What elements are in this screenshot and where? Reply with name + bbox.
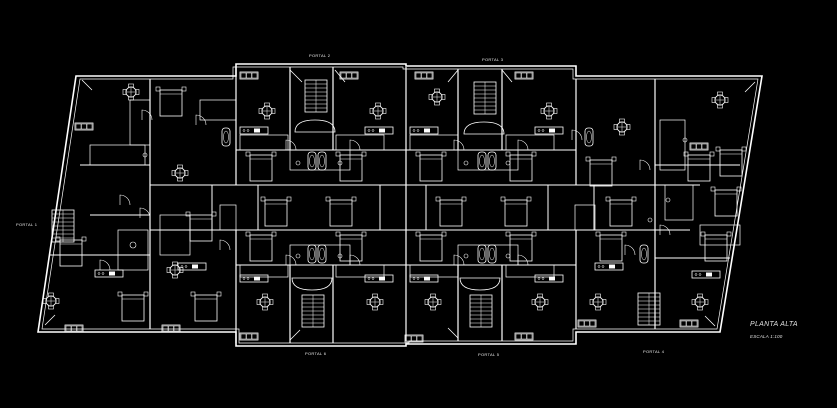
- portal-label-bot-3: PORTAL 4: [643, 349, 665, 354]
- sofas: [64, 71, 709, 343]
- portal-label-top-1: PORTAL 2: [309, 53, 331, 58]
- building-outline: [37, 63, 763, 347]
- portal-label-left: PORTAL 1: [16, 222, 38, 227]
- stairwells-bottom: [51, 209, 661, 328]
- drawing-scale: ESCALA 1:100: [750, 334, 783, 339]
- dining-tables: [42, 83, 729, 311]
- beds: [55, 86, 747, 322]
- portal-label-bot-1: PORTAL 6: [305, 351, 327, 356]
- drawing-title: PLANTA ALTA: [750, 321, 798, 328]
- portal-label-top-2: PORTAL 3: [482, 57, 504, 62]
- portal-label-bot-2: PORTAL 5: [478, 352, 500, 357]
- stairwells-top: [294, 79, 505, 135]
